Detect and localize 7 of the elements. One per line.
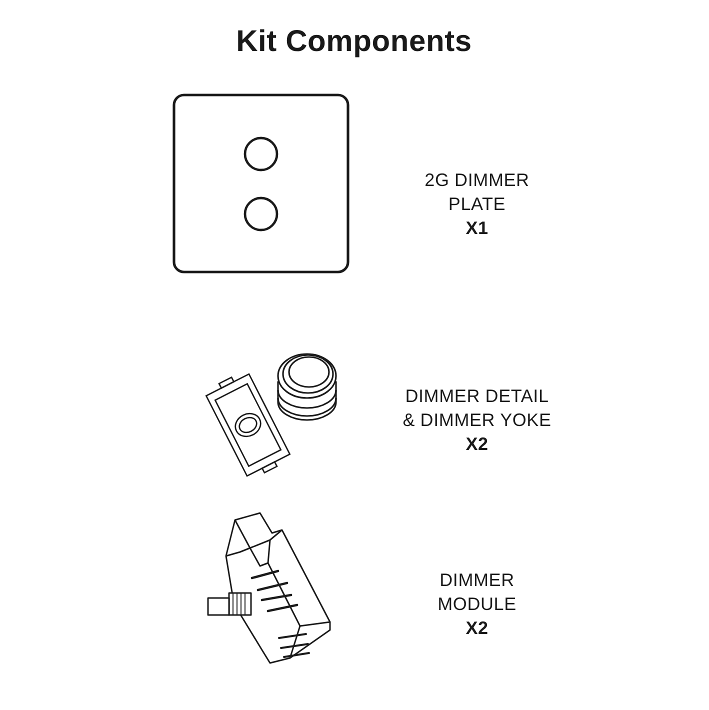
part-name: DIMMER DETAIL & DIMMER YOKE: [402, 385, 552, 432]
quantity-label: X2: [466, 617, 488, 640]
quantity-label: X2: [466, 433, 488, 456]
quantity-label: X1: [466, 217, 488, 240]
part-name: DIMMER MODULE: [436, 569, 518, 616]
title: Kit Components: [236, 24, 472, 60]
part-name: 2G DIMMER PLATE: [424, 169, 530, 216]
